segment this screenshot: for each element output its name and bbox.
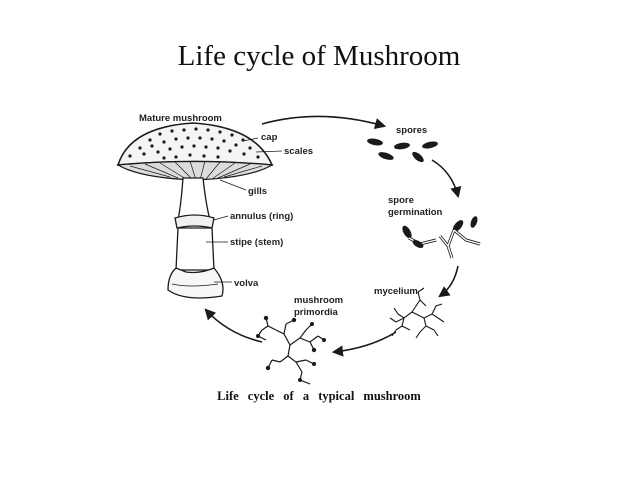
- mushroom-annulus: [174, 214, 215, 229]
- label-primordia: primordia: [294, 307, 339, 318]
- arrow-germination-to-mycelium: [438, 265, 459, 298]
- mushroom-stem: [175, 227, 215, 271]
- label-volva: volva: [234, 278, 259, 289]
- label-germination: germination: [388, 207, 443, 218]
- spores-illustration: [367, 138, 438, 163]
- label-spore: spore: [388, 195, 414, 206]
- arrow-mycelium-to-primordia: [331, 331, 397, 357]
- slide-title: Life cycle of Mushroom: [177, 40, 461, 72]
- label-gills: gills: [248, 186, 267, 197]
- label-scales: scales: [284, 146, 313, 157]
- arrow-mushroom-to-spores: [261, 115, 387, 129]
- cap-scales: [128, 127, 260, 160]
- label-mycelium: mycelium: [374, 286, 418, 297]
- label-annulus: annulus (ring): [230, 211, 293, 222]
- arrow-spores-to-germination: [431, 159, 462, 199]
- label-stipe: stipe (stem): [230, 237, 283, 248]
- mushroom-volva: [167, 267, 224, 299]
- label-mushroom: mushroom: [294, 295, 343, 306]
- label-mature-mushroom: Mature mushroom: [139, 113, 222, 124]
- diagram-caption: Life cycle of a typical mushroom: [217, 389, 421, 403]
- label-cap: cap: [261, 132, 278, 143]
- arrow-primordia-to-mushroom: [204, 308, 263, 343]
- mature-mushroom-illustration: [116, 122, 274, 299]
- mushroom-stipe: [177, 177, 211, 221]
- mycelium-illustration: [389, 287, 445, 339]
- germinating-spores-illustration: [402, 216, 481, 259]
- mushroom-gills: [116, 160, 274, 181]
- label-spores: spores: [396, 125, 427, 136]
